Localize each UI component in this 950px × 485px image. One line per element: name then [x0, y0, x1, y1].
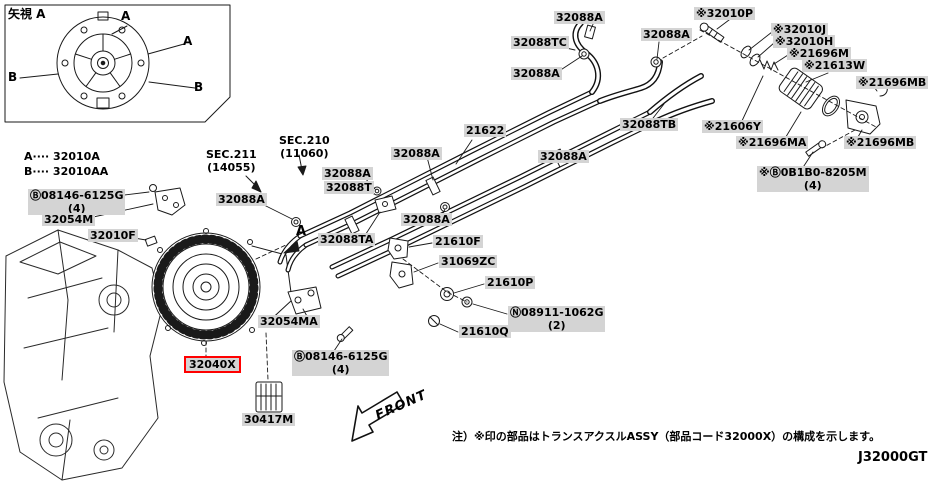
oil-cooler-exploded-parts: [699, 22, 888, 157]
callout-b-1: B: [8, 70, 18, 84]
part-label-21610p[interactable]: 21610P: [485, 276, 536, 289]
part-label-08146-6125g-left[interactable]: Ⓑ08146-6125G (4): [28, 189, 126, 215]
washer-32010j: [740, 45, 752, 59]
callout-b-2: B: [194, 80, 204, 94]
part-label-32054m[interactable]: 32054M: [42, 213, 96, 226]
part-label-32088a-6[interactable]: 32088A: [554, 11, 605, 24]
part-number: Ⓑ08146-6125G: [30, 189, 124, 202]
part-label-32088a-3[interactable]: 32088A: [391, 147, 442, 160]
cooler-housing: [845, 99, 881, 135]
part-number: Ⓝ08911-1062G: [510, 306, 604, 319]
callout-a-2: A: [183, 34, 193, 48]
part-label-21613w[interactable]: ※21613W: [802, 59, 868, 72]
part-label-30417m[interactable]: 30417M: [242, 413, 296, 426]
part-number: ※Ⓑ0B1B0-8205M: [759, 166, 867, 179]
part-label-32088a-1[interactable]: 32088A: [216, 193, 267, 206]
part-label-21696ma[interactable]: ※21696MA: [736, 136, 809, 149]
small-parts: [144, 184, 473, 413]
part-label-32088a-4[interactable]: 32088A: [401, 213, 452, 226]
part-label-32040x-highlighted[interactable]: 32040X: [184, 356, 241, 373]
sec-code: (11060): [280, 147, 329, 160]
sec-number: SEC.211: [206, 148, 257, 161]
part-number: Ⓑ08146-6125G: [294, 350, 388, 363]
part-qty: (4): [803, 179, 822, 192]
part-label-32088tc[interactable]: 32088TC: [511, 36, 569, 49]
part-qty: (4): [331, 363, 350, 376]
arrows: [245, 154, 405, 442]
transaxle-assembly: [151, 228, 293, 346]
connector-30417m: [255, 381, 283, 413]
dashed-lines: [205, 29, 877, 381]
part-label-32088a-2[interactable]: 32088A: [322, 167, 373, 180]
part-label-21606y[interactable]: ※21606Y: [702, 120, 763, 133]
part-qty: (4): [67, 202, 86, 215]
part-label-32088tb[interactable]: 32088TB: [620, 118, 679, 131]
part-label-21696m[interactable]: ※21696M: [787, 47, 851, 60]
engine-sketch: [3, 229, 163, 481]
diagram-code: J32000GT: [858, 450, 928, 465]
footnote: 注）※印の部品はトランスアクスルASSY（部品コード32000X）の構成を示しま…: [452, 430, 881, 443]
part-label-32088a-8[interactable]: 32088A: [641, 28, 692, 41]
part-label-0b1b0-8205m[interactable]: ※Ⓑ0B1B0-8205M (4): [757, 166, 869, 192]
part-label-32010p[interactable]: ※32010P: [694, 7, 756, 20]
callout-a-main: A: [296, 224, 307, 239]
view-a-arrow: [283, 240, 300, 254]
bolt-32010p: [699, 22, 725, 43]
part-label-21696mb-2[interactable]: ※21696MB: [844, 136, 917, 149]
part-label-32088a-5[interactable]: 32088A: [538, 150, 589, 163]
sec-code: (14055): [207, 161, 256, 174]
part-qty: (2): [547, 319, 566, 332]
legend-line-b: B···· 32010AA: [24, 165, 109, 178]
part-label-32010j[interactable]: ※32010J: [771, 23, 829, 36]
part-label-32010f[interactable]: 32010F: [88, 229, 138, 242]
part-label-08146-6125g-mid[interactable]: Ⓑ08146-6125G (4): [292, 350, 390, 376]
bracket-32054ma: [287, 286, 322, 315]
part-label-32088ta[interactable]: 32088TA: [318, 233, 376, 246]
part-label-32088t[interactable]: 32088T: [324, 181, 374, 194]
clamps-and-fittings: [291, 24, 662, 235]
sec-ref-210[interactable]: SEC.210 (11060): [277, 134, 332, 160]
legend-line-a: A···· 32010A: [24, 150, 100, 163]
bracket-32054m: [154, 187, 186, 216]
grommet-21610p: [440, 287, 454, 301]
bolt-08146-left: [149, 184, 157, 192]
bracket-21610f: [387, 237, 409, 260]
view-a-title: 矢視 A: [8, 7, 46, 21]
part-label-08911-1062g[interactable]: Ⓝ08911-1062G (2): [508, 306, 606, 332]
ribbed-cylinder-21613w: [778, 67, 823, 110]
bolt-0b1b0: [805, 140, 827, 157]
view-a-inset: [4, 4, 231, 123]
part-label-32054ma[interactable]: 32054MA: [258, 315, 320, 328]
part-label-21610q[interactable]: 21610Q: [459, 325, 511, 338]
callout-a-1: A: [121, 9, 131, 23]
part-label-31069zc[interactable]: 31069ZC: [439, 255, 498, 268]
sec-ref-211[interactable]: SEC.211 (14055): [204, 148, 259, 174]
part-label-32010h[interactable]: ※32010H: [773, 35, 836, 48]
bolt-08146-mid: [336, 326, 354, 342]
bracket-31069zc: [389, 261, 414, 289]
part-32010f: [144, 235, 158, 247]
sec-number: SEC.210: [279, 134, 330, 147]
front-arrow: [351, 391, 405, 442]
o-ring: [821, 95, 841, 117]
part-label-21622[interactable]: 21622: [464, 124, 507, 137]
part-label-21696mb-1[interactable]: ※21696MB: [856, 76, 929, 89]
part-label-32088a-7[interactable]: 32088A: [511, 67, 562, 80]
part-label-21610f[interactable]: 21610F: [433, 235, 483, 248]
